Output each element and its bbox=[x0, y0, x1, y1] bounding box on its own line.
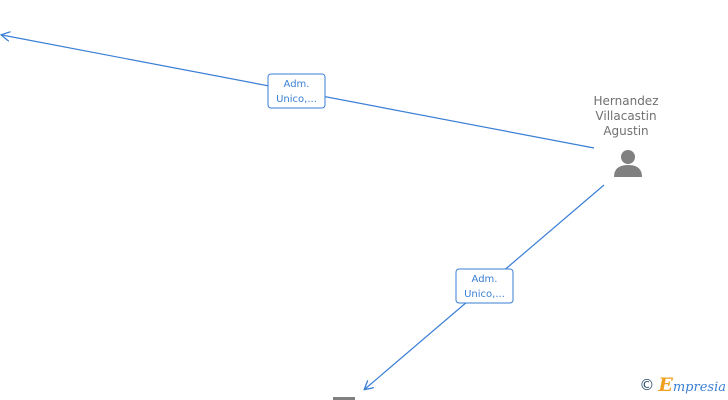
edge-label-role-detail: Unico,... bbox=[276, 94, 317, 105]
edge-label-top-left[interactable]: Adm. Unico,... bbox=[267, 73, 326, 109]
edge-label-bottom[interactable]: Adm. Unico,... bbox=[455, 268, 514, 304]
person-name-line-2: Villacastin bbox=[595, 109, 656, 123]
edge-label-role-detail: Unico,... bbox=[464, 289, 505, 300]
brand-name: mpresia bbox=[672, 380, 726, 395]
brand-logo: Empresia bbox=[658, 374, 726, 396]
copyright-symbol: © bbox=[639, 376, 655, 394]
watermark: © Empresia bbox=[639, 374, 726, 396]
edge-label-role: Adm. bbox=[284, 79, 310, 90]
partial-node-bottom[interactable] bbox=[333, 397, 355, 400]
person-name-line-3: Agustin bbox=[603, 124, 648, 138]
brand-initial: E bbox=[658, 374, 673, 396]
person-icon bbox=[614, 150, 642, 177]
person-node[interactable]: Hernandez Villacastin Agustin bbox=[594, 94, 659, 177]
person-name-line-1: Hernandez bbox=[594, 94, 659, 108]
edge-label-role: Adm. bbox=[472, 274, 498, 285]
